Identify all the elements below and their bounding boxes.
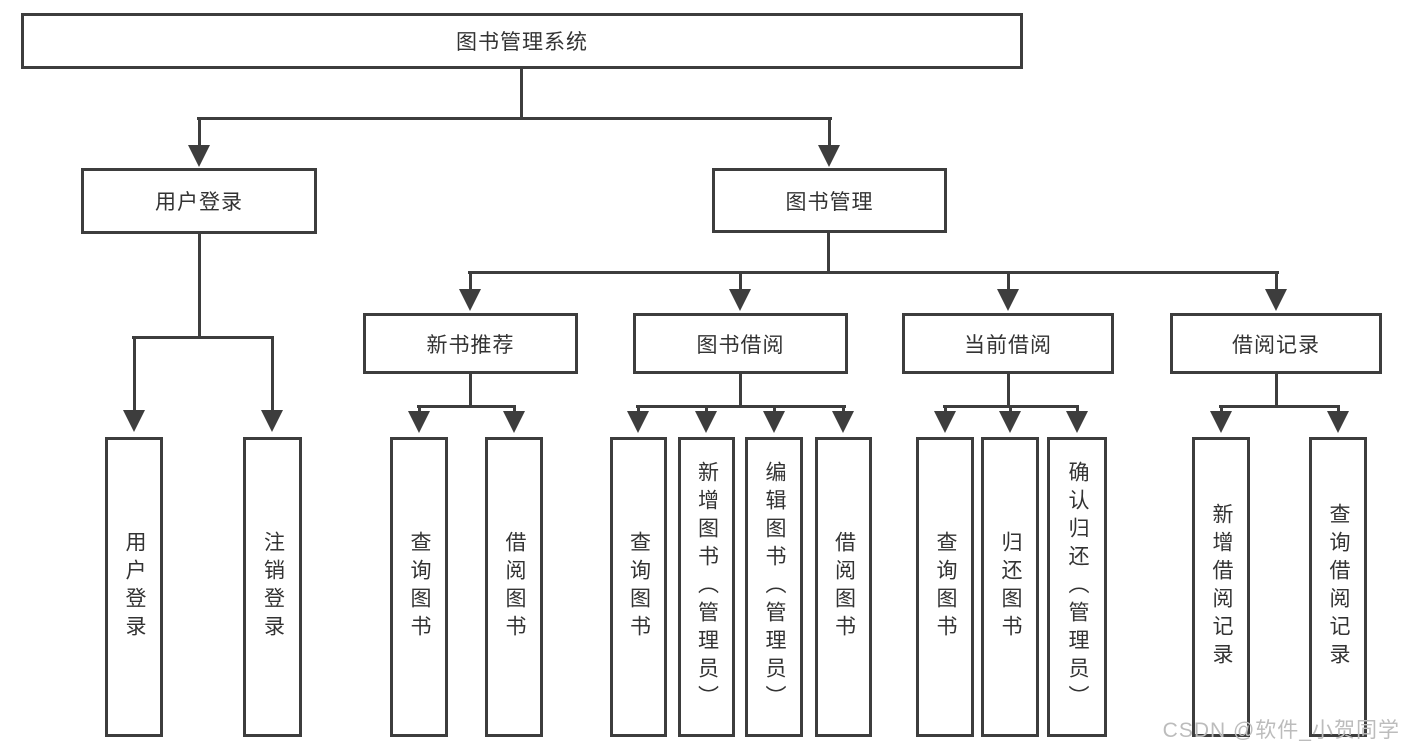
leaf-query-books-3: 查询图书 xyxy=(916,437,974,737)
arrowhead-down xyxy=(832,411,854,433)
node-book-borrow-label: 图书借阅 xyxy=(696,333,785,357)
connector-line xyxy=(637,405,640,414)
connector-line xyxy=(739,374,742,407)
connector-line xyxy=(1275,374,1278,407)
connector-line xyxy=(198,117,201,147)
leaf-add-borrow-record-label: 新增借阅记录 xyxy=(1210,503,1234,671)
arrowhead-down xyxy=(261,410,283,432)
node-user-login: 用户登录 xyxy=(81,168,317,234)
connector-line xyxy=(198,234,201,337)
leaf-return-books: 归还图书 xyxy=(981,437,1039,737)
connector-line xyxy=(842,405,845,414)
connector-line xyxy=(1009,405,1012,414)
connector-line xyxy=(1220,405,1223,414)
leaf-borrow-books-2: 借阅图书 xyxy=(815,437,872,737)
connector-line xyxy=(133,336,136,412)
connector-line xyxy=(469,374,472,407)
leaf-confirm-return-admin: 确认归还（管理员） xyxy=(1047,437,1107,737)
connector-line xyxy=(271,336,274,412)
arrowhead-down xyxy=(1066,411,1088,433)
node-book-management-label: 图书管理 xyxy=(785,190,874,214)
arrowhead-down xyxy=(1210,411,1232,433)
connector-line xyxy=(773,405,776,414)
leaf-edit-books-admin-label: 编辑图书（管理员） xyxy=(763,461,787,713)
arrowhead-down xyxy=(188,145,210,167)
connector-line xyxy=(197,117,832,120)
connector-line xyxy=(1337,405,1340,414)
leaf-edit-books-admin: 编辑图书（管理员） xyxy=(745,437,803,737)
connector-line xyxy=(705,405,708,414)
connector-line xyxy=(827,233,830,273)
connector-line xyxy=(739,271,742,291)
leaf-logout-label: 注销登录 xyxy=(261,531,285,643)
arrowhead-down xyxy=(503,411,525,433)
arrowhead-down xyxy=(695,411,717,433)
leaf-query-books-2-label: 查询图书 xyxy=(627,531,651,643)
connector-line xyxy=(636,405,846,408)
leaf-query-books-3-label: 查询图书 xyxy=(934,531,958,643)
leaf-borrow-books-2-label: 借阅图书 xyxy=(832,531,856,643)
arrowhead-down xyxy=(627,411,649,433)
arrowhead-down xyxy=(1327,411,1349,433)
node-borrow-records: 借阅记录 xyxy=(1170,313,1382,374)
leaf-confirm-return-admin-label: 确认归还（管理员） xyxy=(1066,461,1090,713)
leaf-user-login-label: 用户登录 xyxy=(123,531,147,643)
arrowhead-down xyxy=(818,145,840,167)
connector-line xyxy=(469,271,472,291)
arrowhead-down xyxy=(934,411,956,433)
leaf-add-books-admin-label: 新增图书（管理员） xyxy=(695,461,719,713)
node-borrow-records-label: 借阅记录 xyxy=(1232,333,1320,357)
leaf-borrow-books-1-label: 借阅图书 xyxy=(503,531,527,643)
node-library-system-label: 图书管理系统 xyxy=(456,31,588,54)
leaf-query-books-1-label: 查询图书 xyxy=(408,531,432,643)
connector-line xyxy=(944,405,947,414)
connector-line xyxy=(520,69,523,117)
connector-line xyxy=(1275,271,1278,291)
leaf-borrow-books-1: 借阅图书 xyxy=(485,437,543,737)
leaf-query-borrow-record: 查询借阅记录 xyxy=(1309,437,1367,737)
leaf-query-books-2: 查询图书 xyxy=(610,437,667,737)
connector-line xyxy=(1219,405,1340,408)
watermark-text: CSDN @软件_小贺同学 xyxy=(1162,719,1400,742)
node-library-system: 图书管理系统 xyxy=(21,13,1023,69)
node-current-borrow-label: 当前借阅 xyxy=(964,333,1052,357)
arrowhead-down xyxy=(997,289,1019,311)
leaf-user-login: 用户登录 xyxy=(105,437,163,737)
leaf-add-books-admin: 新增图书（管理员） xyxy=(678,437,735,737)
leaf-query-books-1: 查询图书 xyxy=(390,437,448,737)
node-new-book-recommend: 新书推荐 xyxy=(363,313,578,374)
node-user-login-label: 用户登录 xyxy=(155,191,243,214)
node-new-book-recommend-label: 新书推荐 xyxy=(426,333,515,357)
connector-line xyxy=(1007,374,1010,407)
connector-line xyxy=(828,117,831,147)
arrowhead-down xyxy=(763,411,785,433)
node-book-borrow: 图书借阅 xyxy=(633,313,848,374)
node-book-management: 图书管理 xyxy=(712,168,947,233)
connector-line xyxy=(132,336,274,339)
connector-line xyxy=(468,271,1279,274)
leaf-return-books-label: 归还图书 xyxy=(999,531,1023,643)
arrowhead-down xyxy=(459,289,481,311)
connector-line xyxy=(418,405,421,414)
connector-line xyxy=(513,405,516,414)
arrowhead-down xyxy=(123,410,145,432)
arrowhead-down xyxy=(999,411,1021,433)
connector-line xyxy=(1007,271,1010,291)
leaf-logout: 注销登录 xyxy=(243,437,302,737)
arrowhead-down xyxy=(729,289,751,311)
arrowhead-down xyxy=(408,411,430,433)
arrowhead-down xyxy=(1265,289,1287,311)
leaf-add-borrow-record: 新增借阅记录 xyxy=(1192,437,1250,737)
node-current-borrow: 当前借阅 xyxy=(902,313,1114,374)
connector-line xyxy=(1076,405,1079,414)
leaf-query-borrow-record-label: 查询借阅记录 xyxy=(1327,503,1351,671)
connector-line xyxy=(417,405,516,408)
